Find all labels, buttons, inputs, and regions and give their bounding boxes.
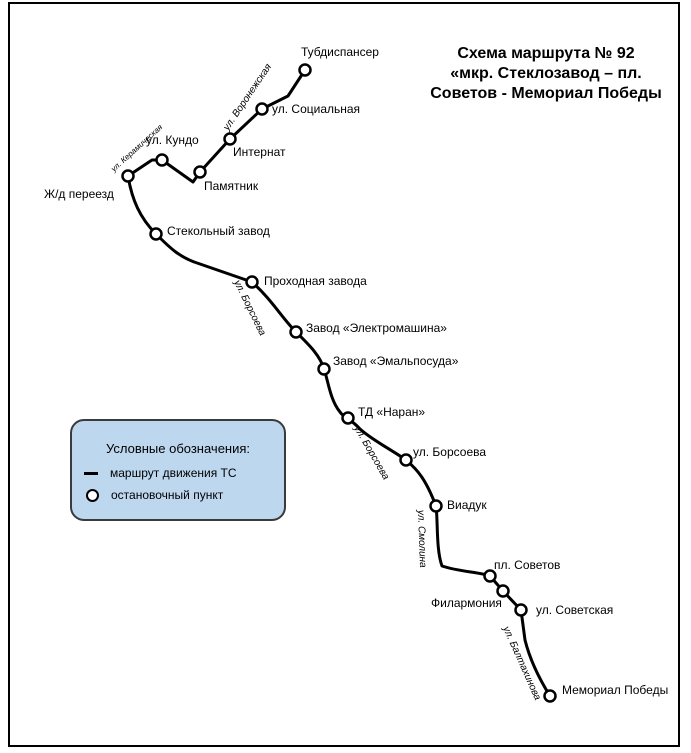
legend-route-row: маршрут движения ТС (84, 465, 237, 481)
stop-pl-sovetov[interactable]: пл. Советов (483, 558, 561, 583)
stop-steklozavod[interactable]: Стекольный завод (149, 224, 270, 241)
street-label-baltakhinova: ул. Балтахинова (500, 624, 543, 703)
stop-viaduk[interactable]: Виадук (429, 498, 488, 513)
stop-label: Стекольный завод (167, 224, 270, 238)
legend-box: Условные обозначения: маршрут движения Т… (70, 419, 286, 521)
stop-label: ТД «Наран» (358, 405, 425, 419)
legend-stop-row: остановочный пункт (84, 487, 223, 503)
stop-elektromashina[interactable]: Завод «Электромашина» (289, 321, 448, 339)
stop-filarmonia[interactable]: Филармония (431, 584, 510, 611)
stop-label: ул. Кундо (146, 133, 199, 147)
stop-borsoeva[interactable]: ул. Борсоева (399, 445, 487, 467)
stop-label: Тубдиспансер (301, 45, 379, 59)
street-label-smolina: ул. Смолина (415, 509, 428, 569)
street-label-keramicheskaya: ул. Керамическая (109, 122, 165, 174)
route-line-icon (84, 471, 98, 475)
legend-title: Условные обозначения: (105, 441, 251, 456)
street-label-borsoeva-2: ул. Борсоева (351, 423, 391, 482)
stop-label: Виадук (447, 498, 487, 512)
stop-kundo[interactable]: ул. Кундо (146, 133, 199, 167)
stop-naran[interactable]: ТД «Наран» (341, 405, 426, 425)
stop-internat[interactable]: Интернат (223, 132, 286, 160)
stop-prohodnaya[interactable]: Проходная завода (245, 274, 368, 289)
stop-label: Мемориал Победы (562, 683, 668, 697)
title-line-3: Советов - Мемориал Победы (430, 85, 662, 102)
stop-memorial[interactable]: Мемориал Победы (543, 683, 669, 703)
stop-emalposuda[interactable]: Завод «Эмальпосуда» (317, 354, 459, 376)
stop-tubdispanser[interactable]: Тубдиспансер (298, 45, 380, 77)
stop-pamyatnik[interactable]: Памятник (193, 165, 259, 194)
stop-zhd-pereezd[interactable]: Ж/д переезд (44, 169, 135, 202)
stop-label: Филармония (431, 596, 502, 610)
stop-label: пл. Советов (494, 558, 560, 572)
stop-label: ул. Борсоева (413, 445, 486, 459)
stop-sovetskaya[interactable]: ул. Советская (514, 603, 614, 617)
map-title: Схема маршрута № 92 «мкр. Стеклозавод – … (415, 44, 677, 104)
stop-label: Памятник (204, 179, 259, 193)
stop-label: Завод «Электромашина» (306, 321, 447, 335)
legend-route-label: маршрут движения ТС (110, 466, 237, 480)
stop-label: ул. Советская (536, 603, 613, 617)
legend-stop-label: остановочный пункт (111, 488, 224, 502)
stop-label: Интернат (233, 145, 286, 159)
title-line-2: «мкр. Стеклозавод – пл. (450, 65, 642, 82)
stop-label: Ж/д переезд (44, 187, 114, 201)
stop-label: Завод «Эмальпосуда» (333, 354, 459, 368)
stop-socialnaya[interactable]: ул. Социальная (255, 102, 361, 116)
title-line-1: Схема маршрута № 92 (457, 45, 635, 62)
stop-label: ул. Социальная (272, 102, 360, 116)
map-frame (8, 2, 680, 747)
stop-circle-icon (86, 488, 99, 502)
stop-label: Проходная завода (264, 274, 367, 288)
